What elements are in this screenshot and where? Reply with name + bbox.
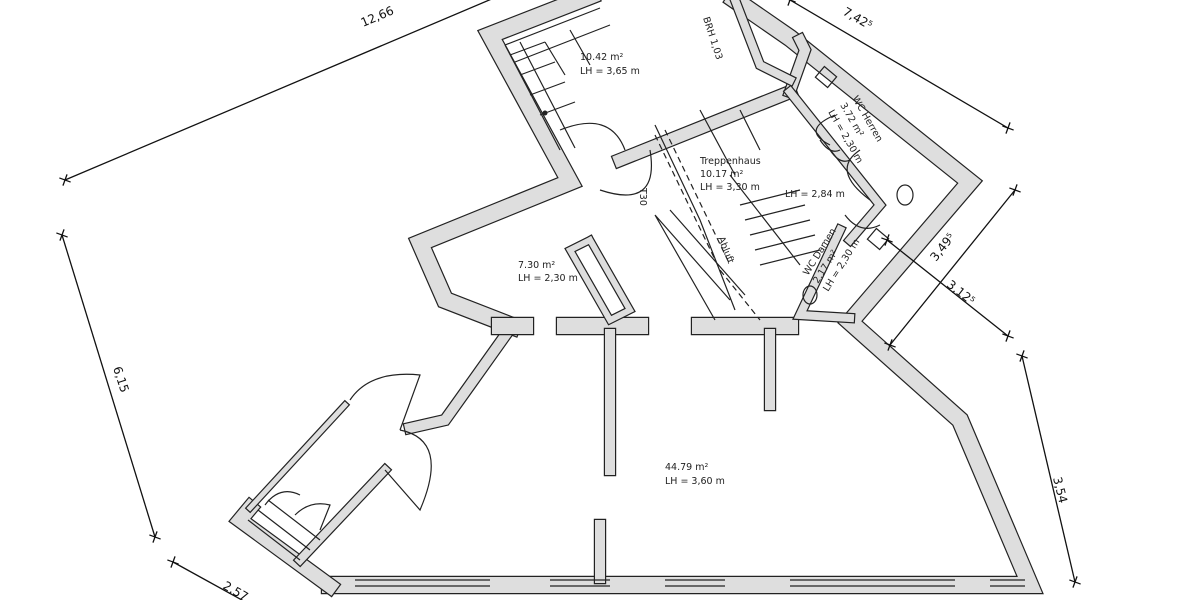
wc-wall-fill bbox=[784, 86, 886, 246]
washbasin-icon bbox=[814, 65, 838, 89]
wc-women-wall-fill bbox=[793, 224, 855, 323]
toilet-icon bbox=[802, 285, 818, 305]
dim-line-right-c bbox=[1021, 355, 1076, 583]
dim-tick bbox=[167, 556, 179, 568]
dim-tick bbox=[881, 234, 893, 246]
dim-tick bbox=[1002, 330, 1014, 342]
entry-wall bbox=[402, 317, 521, 436]
stair-top-wall bbox=[610, 82, 800, 170]
corridor-wall-left-fill bbox=[246, 401, 349, 512]
kitchen-area: 10.42 m² bbox=[580, 52, 623, 63]
dim-left: 6,15 bbox=[110, 365, 132, 395]
corridor-wall-fill bbox=[294, 464, 391, 566]
sink-icon bbox=[542, 110, 548, 116]
dimension-lines bbox=[56, 0, 1081, 600]
staircase bbox=[654, 109, 821, 321]
kitchen-counter bbox=[504, 7, 611, 151]
main-height: LH = 3,60 m bbox=[665, 476, 725, 487]
shaft bbox=[564, 234, 636, 326]
dim-bottom-left: 2,57 bbox=[221, 578, 251, 600]
corridor-wall bbox=[292, 462, 393, 568]
entry-area: 7.30 m² bbox=[518, 260, 555, 271]
hall-height: LH = 2,84 m bbox=[785, 189, 845, 200]
dim-tick bbox=[149, 531, 161, 543]
dim-tick bbox=[1069, 576, 1081, 588]
walls bbox=[228, 0, 1044, 598]
kitchen-wall-fill bbox=[409, 0, 601, 337]
exhaust-label: Abluft bbox=[715, 235, 736, 265]
dim-line-right-b bbox=[886, 239, 1009, 337]
shaft-fill bbox=[565, 235, 635, 324]
dim-tick bbox=[59, 174, 71, 186]
stair-top-wall-fill bbox=[612, 84, 798, 168]
dim-top-left: 12,66 bbox=[359, 3, 396, 29]
dim-tick bbox=[1002, 122, 1014, 134]
brh-wall bbox=[729, 0, 797, 87]
dim-right-b: 3,12⁵ bbox=[944, 277, 978, 308]
dim-tick bbox=[1016, 350, 1028, 362]
washbasin-icon bbox=[866, 227, 890, 251]
stairwell-name: Treppenhaus bbox=[699, 156, 761, 167]
dim-line-top-left bbox=[64, 0, 491, 181]
dim-tick bbox=[784, 0, 796, 6]
dim-tick bbox=[56, 229, 68, 241]
parapet-label: BRH 1,03 bbox=[700, 16, 724, 62]
entry-wall-fill bbox=[404, 319, 519, 434]
dim-line-right-a bbox=[889, 189, 1016, 346]
corridor-wall-left bbox=[244, 399, 351, 514]
urinal-icon bbox=[819, 139, 851, 162]
windows bbox=[355, 579, 1025, 587]
dim-tick bbox=[884, 339, 896, 351]
wc-wall bbox=[782, 84, 887, 248]
dim-line-bottom-left bbox=[172, 561, 244, 600]
dim-right-c: 3,54 bbox=[1050, 475, 1070, 504]
main-area: 44.79 m² bbox=[665, 462, 708, 473]
brh-wall-fill bbox=[730, 0, 796, 86]
wc-women-wall bbox=[792, 223, 856, 324]
kitchen-wall bbox=[407, 0, 602, 338]
toilet-icon bbox=[896, 184, 914, 206]
dim-line-top-right bbox=[789, 0, 1009, 129]
entry-height: LH = 2,30 m bbox=[518, 273, 578, 284]
stairwell-area: 10.17 m² bbox=[700, 169, 743, 180]
dim-tick bbox=[1009, 184, 1021, 196]
stairwell-height: LH = 3,30 m bbox=[700, 182, 760, 193]
dim-line-left bbox=[61, 234, 156, 538]
doors bbox=[247, 114, 881, 561]
door-rating: T30 bbox=[637, 187, 648, 206]
dim-top-right: 7,42⁵ bbox=[841, 4, 875, 32]
kitchen-height: LH = 3,65 m bbox=[580, 66, 640, 77]
wc-fixtures bbox=[802, 65, 914, 305]
